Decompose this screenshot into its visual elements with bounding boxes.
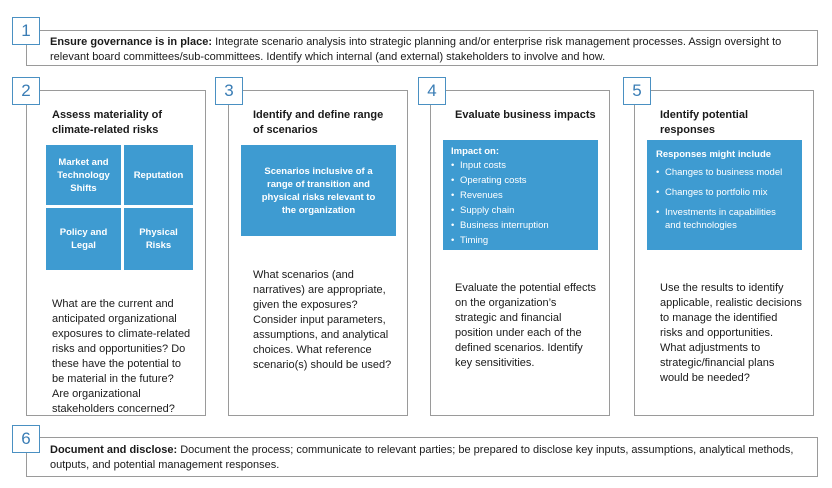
body-line: stakeholders concerned?: [52, 403, 175, 415]
body-line: risks and opportunities.: [660, 327, 774, 339]
body-line: key sensitivities.: [455, 357, 535, 369]
impacts-list: Input costs Operating costs Revenues Sup…: [451, 158, 598, 248]
step-number-4: 4: [418, 77, 446, 105]
disclose-box: [26, 437, 818, 477]
body-line: to manage the identified: [660, 312, 778, 324]
responses-body: Use the results to identify applicable, …: [660, 281, 812, 386]
body-line: strategic/financial plans: [660, 357, 775, 369]
body-line: Are organizational: [52, 388, 141, 400]
body-line: narratives) are appropriate,: [253, 284, 386, 296]
responses-list: Changes to business model Changes to por…: [656, 166, 802, 232]
responses-title-line2: responses: [660, 124, 716, 136]
governance-heading: Ensure governance is in place:: [50, 36, 213, 48]
body-line: these have the potential to: [52, 358, 182, 370]
materiality-title: Assess materiality of climate-related ri…: [52, 108, 202, 138]
body-line: risks and opportunities? Do: [52, 343, 186, 355]
step-number-3: 3: [215, 77, 243, 105]
list-item: Supply chain: [451, 203, 598, 218]
body-line: Use the results to identify: [660, 282, 784, 294]
materiality-body: What are the current and anticipated org…: [52, 297, 202, 417]
responses-title: Identify potential responses: [660, 108, 810, 138]
cell-text: Technology: [57, 169, 110, 181]
step-number-5: 5: [623, 77, 651, 105]
disclose-description: Document the process; communicate to rel…: [50, 444, 794, 471]
cell-text: Risks: [145, 240, 172, 251]
responses-panel: Responses might include Changes to busin…: [647, 140, 802, 250]
panel-line: Scenarios inclusive of a: [264, 165, 373, 177]
impacts-body: Evaluate the potential effects on the or…: [455, 281, 607, 371]
impacts-panel: Impact on: Input costs Operating costs R…: [443, 140, 598, 250]
body-line: be material in the future?: [52, 373, 174, 385]
list-item: Input costs: [451, 158, 598, 173]
cell-text: Reputation: [133, 169, 184, 181]
materiality-title-line2: climate-related risks: [52, 124, 159, 136]
body-line: assumptions, and analytical: [253, 329, 389, 341]
item-text: Changes to portfolio mix: [665, 187, 768, 198]
cell-text: Legal: [71, 240, 96, 251]
responses-title-line1: Identify potential: [660, 109, 748, 121]
risk-cell-market-technology: Market and Technology Shifts: [46, 145, 121, 205]
scenarios-title-line2: of scenarios: [253, 124, 318, 136]
item-text: and technologies: [665, 220, 737, 231]
cell-text: Shifts: [70, 182, 97, 194]
body-line: Consider input parameters,: [253, 314, 386, 326]
body-line: What are the current and: [52, 298, 174, 310]
body-line: given the exposures?: [253, 299, 358, 311]
disclose-heading: Document and disclose:: [50, 444, 178, 456]
scenarios-body: What scenarios (and narratives) are appr…: [253, 268, 405, 373]
body-line: choices. What reference: [253, 344, 372, 356]
list-item: Changes to portfolio mix: [656, 186, 802, 199]
materiality-title-line1: Assess materiality of: [52, 109, 163, 121]
panel-line: physical risks relevant to: [261, 191, 376, 203]
risk-cell-policy-legal: Policy and Legal: [46, 208, 121, 270]
body-line: Evaluate the potential effects: [455, 282, 597, 294]
body-line: strategic and financial: [455, 312, 562, 324]
governance-description: Integrate scenario analysis into strateg…: [50, 36, 782, 63]
body-line: applicable, realistic decisions: [660, 297, 802, 309]
list-item: Timing: [451, 233, 598, 248]
body-line: on the organization’s: [455, 297, 557, 309]
panel-line: the organization: [281, 204, 356, 216]
list-item: Changes to business model: [656, 166, 802, 179]
scenarios-title: Identify and define range of scenarios: [253, 108, 405, 138]
responses-panel-title: Responses might include: [656, 149, 772, 160]
scenarios-panel: Scenarios inclusive of a range of transi…: [241, 145, 396, 236]
step-number-6: 6: [12, 425, 40, 453]
body-line: scenario(s) should be used?: [253, 359, 392, 371]
impacts-panel-title: Impact on:: [451, 146, 500, 157]
governance-text: Ensure governance is in place: Integrate…: [50, 35, 814, 65]
impacts-title: Evaluate business impacts: [455, 109, 596, 121]
body-line: exposures to climate-related: [52, 328, 191, 340]
body-line: position under each of the: [455, 327, 582, 339]
item-text: Investments in capabilities: [665, 207, 776, 218]
step-number-2: 2: [12, 77, 40, 105]
list-item: Operating costs: [451, 173, 598, 188]
body-line: would be needed?: [660, 372, 750, 384]
body-line: What scenarios (and: [253, 269, 354, 281]
scenarios-title-line1: Identify and define range: [253, 109, 384, 121]
body-line: defined scenarios. Identify: [455, 342, 583, 354]
risk-cell-physical: Physical Risks: [124, 208, 193, 270]
list-item: Business interruption: [451, 218, 598, 233]
disclose-text: Document and disclose: Document the proc…: [50, 443, 814, 473]
step-number-1: 1: [12, 17, 40, 45]
cell-text: Physical: [139, 227, 178, 238]
risk-cell-reputation: Reputation: [124, 145, 193, 205]
item-text: Changes to business model: [665, 167, 783, 178]
list-item: Investments in capabilities and technolo…: [656, 206, 802, 232]
cell-text: Market and: [58, 156, 109, 168]
cell-text: Policy and: [59, 227, 108, 238]
scenarios-box: [228, 90, 408, 416]
body-line: anticipated organizational: [52, 313, 177, 325]
governance-box: [26, 30, 818, 66]
body-line: What adjustments to: [660, 342, 761, 354]
panel-line: range of transition and: [267, 178, 370, 190]
list-item: Revenues: [451, 188, 598, 203]
